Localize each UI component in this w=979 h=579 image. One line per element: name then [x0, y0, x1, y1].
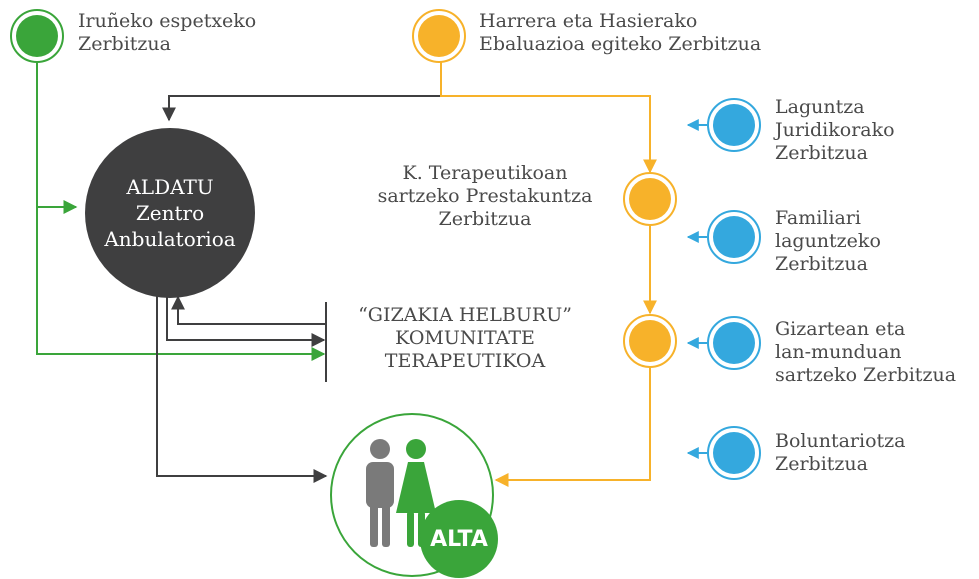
- aldatu-hub: ALDATU Zentro Anbulatorioa: [85, 128, 255, 298]
- flow-line-community-to-hub: [171, 295, 326, 325]
- support-node-social: [707, 316, 761, 370]
- alta-badge: ALTA: [420, 500, 498, 578]
- reception-node: [412, 9, 466, 63]
- social-integration-label: Gizartean eta lan-munduan sartzeko Zerbi…: [775, 318, 957, 386]
- flow-line-prison: [36, 60, 326, 361]
- family-support-label: Familiari laguntzeko Zerbitzua: [775, 207, 881, 275]
- therapeutic-community-label: “GIZAKIA HELBURU” KOMUNITATE TERAPEUTIKO…: [358, 304, 572, 372]
- flow-line-hub-to-community: [166, 288, 326, 347]
- legal-support-label: Laguntza Juridikorako Zerbitzua: [775, 96, 895, 164]
- preparation-service-label: K. Terapeutikoan sartzeko Prestakuntza Z…: [377, 162, 593, 230]
- support-node-legal: [707, 98, 761, 152]
- flow-line-reception-to-hub: [162, 62, 442, 122]
- prep-node: [623, 172, 677, 226]
- prison-node: [10, 9, 64, 63]
- community-node: [623, 314, 677, 368]
- support-node-volunteer: [707, 426, 761, 480]
- flow-line-to-alta: [494, 368, 651, 487]
- prison-service-label: Iruñeko espetxeko Zerbitzua: [78, 10, 257, 55]
- flow-line-reception-to-prep: [440, 62, 657, 174]
- support-node-family: [707, 210, 761, 264]
- volunteer-service-label: Boluntariotza Zerbitzua: [775, 430, 906, 475]
- reception-service-label: Harrera eta Hasierako Ebaluazioa egiteko…: [479, 10, 762, 55]
- flow-line-hub-to-alta: [156, 290, 328, 483]
- person-male-female-icon: [366, 439, 436, 547]
